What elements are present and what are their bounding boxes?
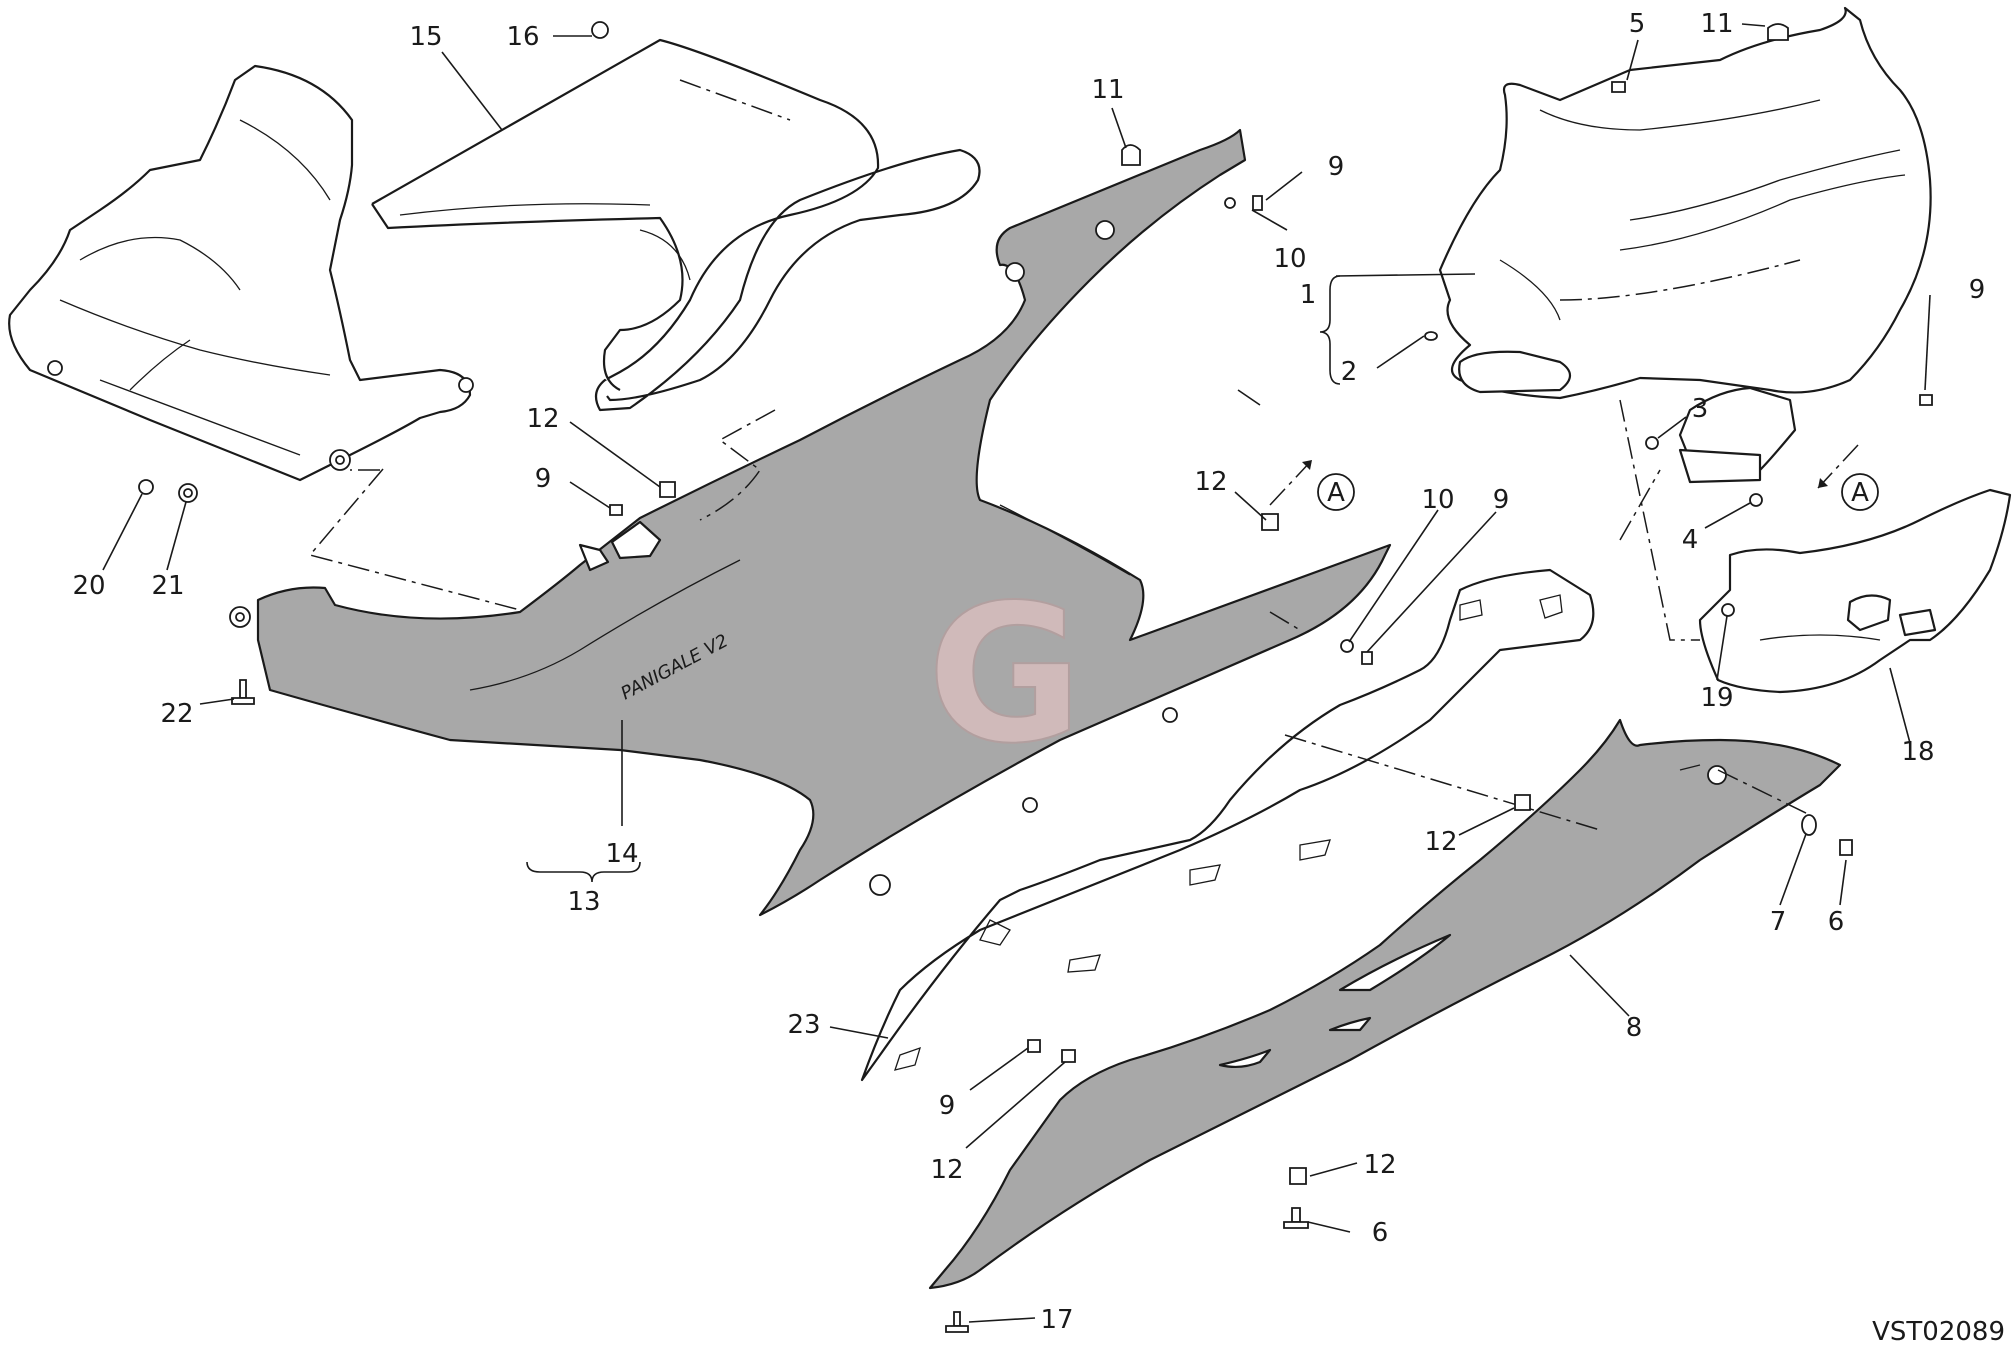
callout-7: 7 — [1770, 907, 1787, 937]
part-1-upper-right-fairing — [1438, 6, 1932, 400]
callout-9-a: 9 — [1328, 152, 1345, 182]
part-15-seat-cover — [371, 38, 981, 412]
callout-12-a: 12 — [526, 404, 559, 434]
callout-3: 3 — [1692, 394, 1709, 424]
callout-9-b: 9 — [1969, 275, 1986, 305]
part-3-4-bracket — [1678, 386, 1797, 484]
callout-12-e: 12 — [1363, 1150, 1396, 1180]
ref-arrow-a-right: A — [1817, 444, 1879, 511]
bracket-13 — [526, 861, 641, 883]
callout-9-d: 9 — [1493, 485, 1510, 515]
callout-15: 15 — [409, 22, 442, 52]
callout-21: 21 — [151, 571, 184, 601]
callout-labels: 15 16 11 9 10 1 2 5 11 9 3 4 19 18 20 21… — [72, 9, 2005, 1347]
assembly-lines — [308, 399, 1811, 831]
callout-17: 17 — [1040, 1305, 1073, 1335]
bracket-1 — [1319, 275, 1341, 385]
ref-mark-a-right: A — [1851, 478, 1869, 508]
ref-arrow-a-left: A — [1269, 459, 1355, 511]
callout-9-e: 9 — [939, 1091, 956, 1121]
callout-16: 16 — [506, 22, 539, 52]
callout-11-b: 11 — [1700, 9, 1733, 39]
callout-2: 2 — [1341, 357, 1358, 387]
callout-11-a: 11 — [1091, 75, 1124, 105]
callout-4: 4 — [1682, 525, 1699, 555]
callout-6-a: 6 — [1828, 907, 1845, 937]
callout-20: 20 — [72, 571, 105, 601]
part-13-side-fairing: PANIGALE V2 — [229, 128, 1392, 917]
callout-18: 18 — [1901, 737, 1934, 767]
leader-lines — [102, 23, 1931, 1323]
hardware — [138, 21, 1933, 1333]
part-18-lower-right-piece — [1698, 488, 2012, 694]
callout-1: 1 — [1300, 280, 1317, 310]
callout-8: 8 — [1626, 1013, 1643, 1043]
part-23-inner-panel — [860, 568, 1595, 1082]
diagram-code: VST02089 — [1872, 1317, 2005, 1347]
callout-22: 22 — [160, 699, 193, 729]
callout-23: 23 — [787, 1010, 820, 1040]
callout-10-b: 10 — [1421, 485, 1454, 515]
callout-19: 19 — [1700, 683, 1733, 713]
callout-9-c: 9 — [535, 464, 552, 494]
callout-6-b: 6 — [1372, 1218, 1389, 1248]
callout-12-d: 12 — [930, 1155, 963, 1185]
ref-mark-a-left: A — [1327, 478, 1345, 508]
callout-13: 13 — [567, 887, 600, 917]
part-left-bracket — [8, 64, 474, 482]
watermark-letter: G — [927, 564, 1083, 785]
callout-12-b: 12 — [1194, 467, 1227, 497]
part-8-lower-fairing — [928, 718, 1842, 1290]
callout-12-c: 12 — [1424, 827, 1457, 857]
callout-10-a: 10 — [1273, 244, 1306, 274]
callout-5: 5 — [1629, 9, 1646, 39]
watermark-logo: G — [926, 563, 1084, 786]
callout-14: 14 — [605, 839, 638, 869]
